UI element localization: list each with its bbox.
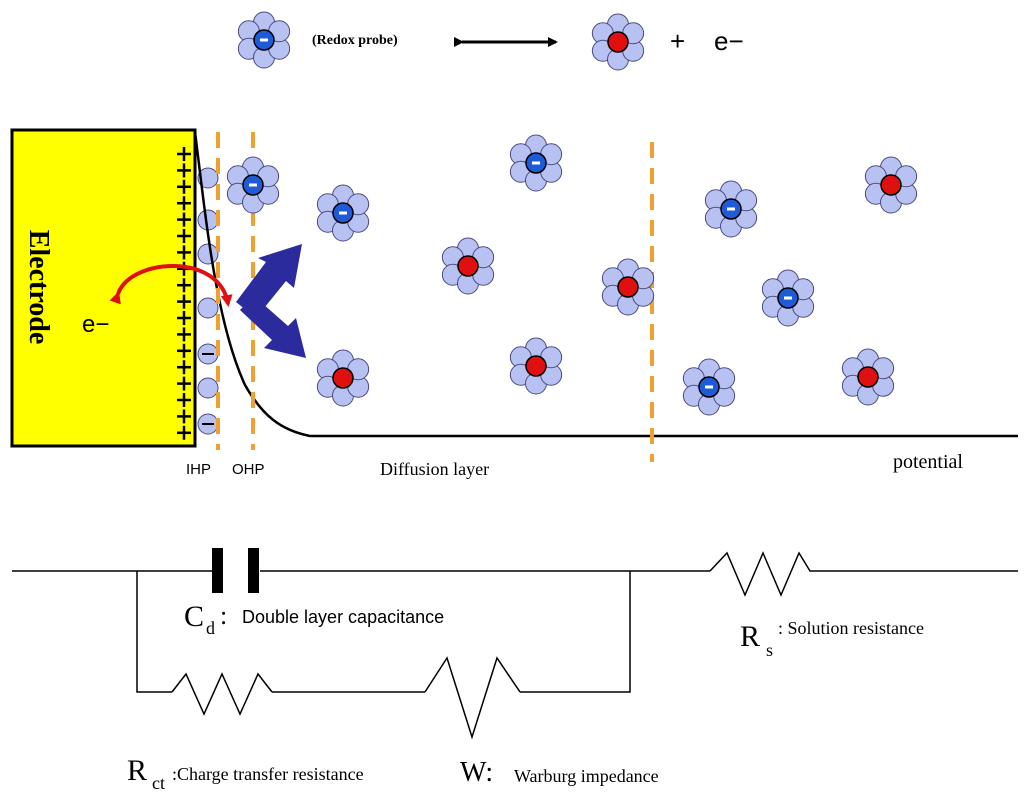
positive-charge-11 — [177, 327, 191, 342]
adsorbed-ion-3 — [197, 297, 219, 319]
diffusion-layer-label: Diffusion layer — [380, 459, 489, 479]
adsorbed-ions — [197, 167, 219, 435]
w-description: Warburg impedance — [514, 766, 659, 786]
rs-symbol: R — [740, 620, 760, 653]
positive-charge-4 — [177, 212, 191, 227]
electrode-block — [10, 128, 197, 448]
electrode-surface-charges — [177, 147, 191, 440]
positive-charge-12 — [177, 343, 191, 358]
rs-subscript: s — [766, 640, 773, 660]
positive-charge-15 — [177, 393, 191, 407]
probe-reduced-5 — [704, 180, 758, 238]
ohp-label: OHP — [232, 461, 265, 478]
diffusion-arrows — [236, 244, 306, 358]
capacitor-right-plate — [248, 548, 259, 593]
positive-charge-8 — [177, 278, 191, 293]
potential-label: potential — [893, 451, 963, 473]
redox-probes — [226, 134, 918, 416]
probe-reduced-2 — [509, 134, 563, 192]
positive-charge-6 — [177, 245, 191, 260]
positive-charge-14 — [177, 376, 191, 391]
capacitor-left-plate — [212, 548, 223, 593]
equivalent-circuit — [12, 551, 1018, 740]
probe-oxidized-6 — [864, 156, 918, 214]
positive-charge-2 — [177, 179, 191, 194]
positive-charge-10 — [177, 311, 191, 325]
electron-transfer-arrow — [109, 264, 233, 307]
cd-subscript: d — [206, 618, 215, 638]
probe-reduced-7 — [761, 269, 815, 327]
adsorbed-ion-0 — [197, 167, 219, 189]
w-symbol: W: — [460, 757, 493, 788]
header-electron: e− — [714, 26, 744, 56]
probe-oxidized-9 — [509, 337, 563, 395]
rct-symbol: R — [127, 754, 147, 787]
rct-description: :Charge transfer resistance — [172, 764, 364, 784]
positive-charge-13 — [177, 360, 191, 375]
probe-reduced-0 — [226, 156, 280, 214]
electrode-electron: e− — [82, 311, 109, 338]
probe-oxidized-11 — [841, 348, 895, 406]
adsorbed-ion-2 — [197, 243, 219, 265]
cd-description: Double layer capacitance — [242, 607, 444, 627]
redox-probe-label: (Redox probe) — [312, 33, 398, 48]
positive-charge-3 — [177, 196, 191, 211]
electrode-label: Electrode — [23, 230, 54, 345]
cd-symbol: C — [184, 600, 204, 633]
probe-reduced-10 — [682, 358, 736, 416]
probe-oxidized-header — [591, 13, 645, 71]
rct-subscript: ct — [152, 773, 165, 793]
ihp-label: IHP — [186, 461, 211, 478]
probe-oxidized-3 — [441, 237, 495, 295]
rs-description: : Solution resistance — [778, 618, 924, 638]
potential-curve — [193, 131, 1018, 438]
positive-charge-1 — [177, 163, 191, 178]
positive-charge-5 — [177, 229, 191, 243]
adsorbed-ion-6 — [197, 413, 219, 435]
probe-oxidized-8 — [316, 349, 370, 407]
adsorbed-ion-4 — [197, 343, 219, 365]
adsorbed-ion-5 — [197, 377, 219, 399]
probe-oxidized-4 — [601, 258, 655, 316]
probe-reduced-header — [237, 11, 291, 69]
positive-charge-0 — [177, 147, 191, 161]
cd-colon: : — [220, 601, 227, 630]
probe-reduced-1 — [316, 184, 370, 242]
positive-charge-16 — [177, 409, 191, 424]
plus-sign: + — [670, 26, 685, 56]
positive-charge-17 — [177, 425, 191, 440]
